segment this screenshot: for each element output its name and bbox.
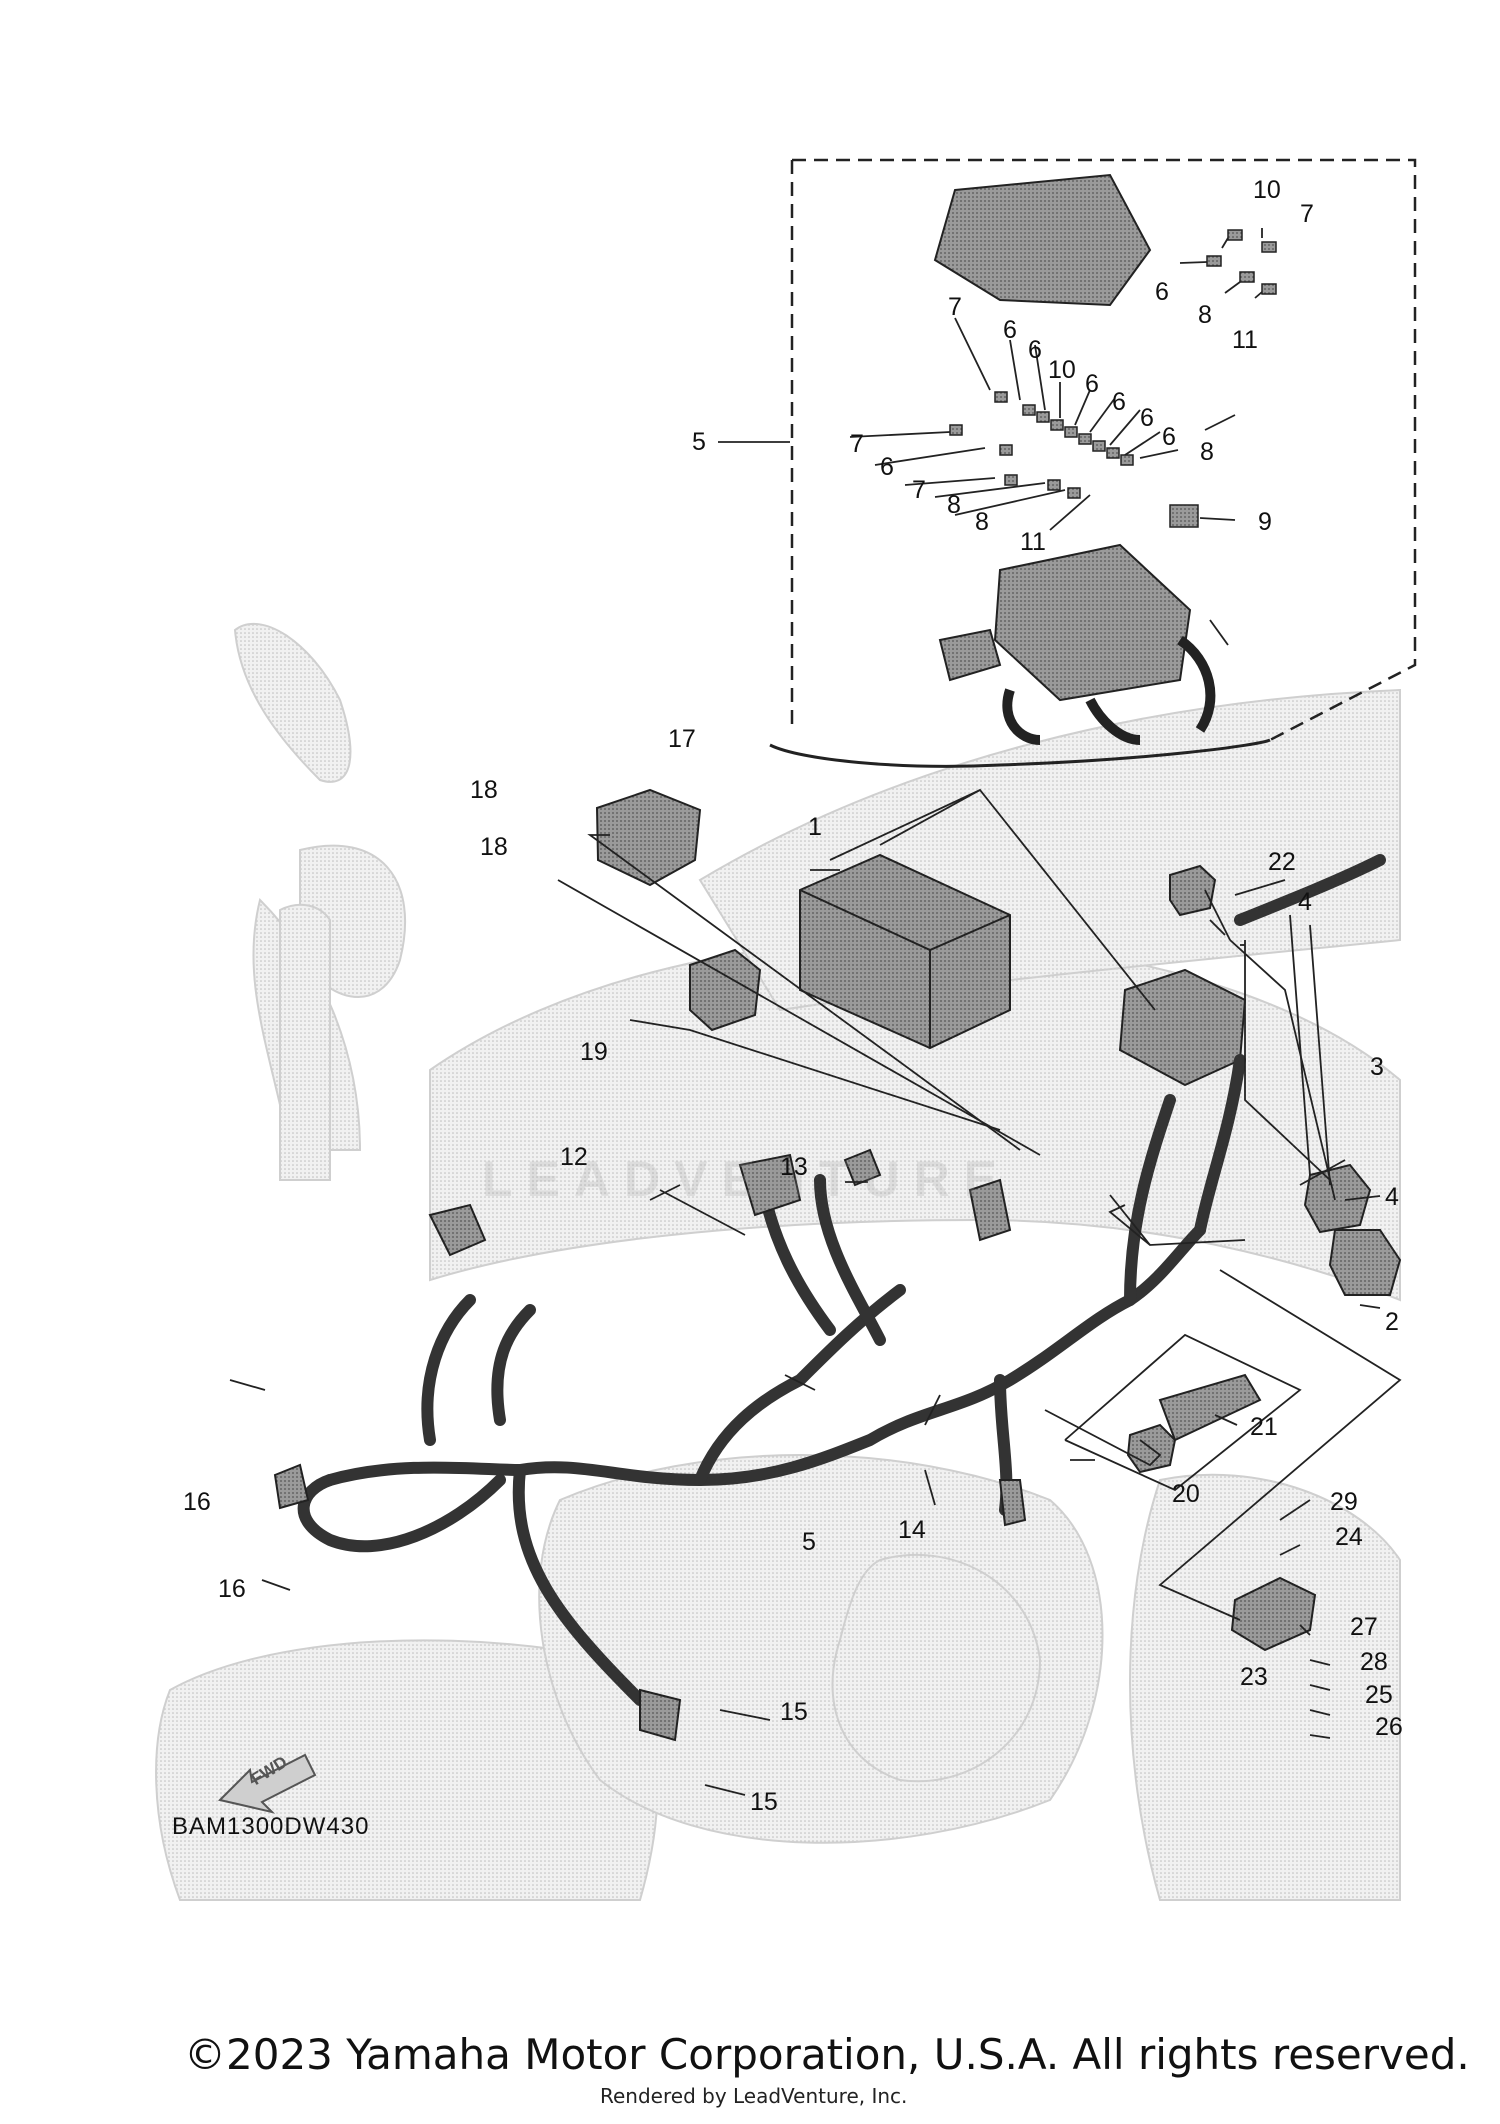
relay-17	[595, 788, 702, 887]
part-3	[1303, 1163, 1372, 1234]
callout-16: 16	[218, 1575, 246, 1603]
part-2	[1328, 1229, 1402, 1296]
fuse-box-cover	[933, 173, 1152, 307]
callout-13: 13	[780, 1153, 808, 1181]
callout-29: 29	[1330, 1488, 1358, 1516]
callout-7: 7	[948, 293, 962, 321]
callout-6: 6	[1112, 388, 1126, 416]
callout-17: 17	[668, 725, 696, 753]
callout-5: 5	[692, 428, 706, 456]
callout-2: 2	[1385, 1308, 1399, 1336]
callout-11: 11	[1232, 326, 1258, 354]
fwd-arrow	[218, 1753, 317, 1814]
callout-26: 26	[1375, 1713, 1403, 1741]
callout-8: 8	[1198, 301, 1212, 329]
callout-23: 23	[1240, 1663, 1268, 1691]
motorcycle-background	[155, 622, 1401, 1901]
callout-15: 15	[780, 1698, 808, 1726]
callout-3: 3	[1370, 1053, 1384, 1081]
callout-7: 7	[912, 476, 926, 504]
callout-19: 19	[580, 1038, 608, 1066]
callout-6: 6	[1140, 404, 1154, 432]
diagram-code: BAM1300DW430	[172, 1813, 370, 1840]
callout-7: 7	[850, 430, 864, 458]
fuse-box-body	[938, 543, 1216, 745]
callout-6: 6	[880, 453, 894, 481]
callout-6: 6	[1155, 278, 1169, 306]
callout-5: 5	[802, 1528, 816, 1556]
callout-28: 28	[1360, 1648, 1388, 1676]
callout-6: 6	[1003, 316, 1017, 344]
callout-7: 7	[1300, 200, 1314, 228]
connector-21	[1158, 1373, 1262, 1442]
main-wiring-harness	[297, 854, 1386, 1706]
ecu-23	[1230, 1576, 1317, 1652]
callout-20: 20	[1172, 1480, 1200, 1508]
harness-connectors	[273, 1148, 1027, 1742]
callout-27: 27	[1350, 1613, 1378, 1641]
callout-4: 4	[1385, 1183, 1399, 1211]
watermark: LEADVENTURE	[482, 1151, 1012, 1207]
callout-22: 22	[1268, 848, 1296, 876]
callout-25: 25	[1365, 1681, 1393, 1709]
callout-18: 18	[470, 776, 498, 804]
fuse-set	[949, 229, 1277, 528]
callout-15: 15	[750, 1788, 778, 1816]
callout-10: 10	[1253, 176, 1281, 204]
callout-21: 21	[1250, 1413, 1278, 1441]
rendered-by-text: Rendered by LeadVenture, Inc.	[600, 2084, 908, 2108]
callout-9: 9	[1258, 508, 1272, 536]
callout-14: 14	[898, 1516, 926, 1544]
callout-18: 18	[480, 833, 508, 861]
callout-6: 6	[1028, 336, 1042, 364]
leader-lines	[229, 228, 1402, 1796]
fuse-box-inset	[790, 158, 1417, 742]
callout-12: 12	[560, 1143, 588, 1171]
inset-bracket-line	[769, 738, 1271, 768]
callout-16: 16	[183, 1488, 211, 1516]
callout-1: 1	[808, 813, 822, 841]
callout-4: 4	[1298, 888, 1312, 916]
callout-24: 24	[1335, 1523, 1363, 1551]
copyright-notice: ©2023 Yamaha Motor Corporation, U.S.A. A…	[184, 2030, 1470, 2079]
callout-8: 8	[1200, 438, 1214, 466]
battery	[799, 853, 1011, 1050]
relay-22	[1169, 864, 1217, 917]
callout-8: 8	[975, 508, 989, 536]
callout-10: 10	[1048, 356, 1076, 384]
callout-8: 8	[947, 491, 961, 519]
relay-19	[689, 948, 762, 1032]
callout-6: 6	[1085, 370, 1099, 398]
callout-11: 11	[1020, 528, 1046, 556]
callout-6: 6	[1162, 423, 1176, 451]
